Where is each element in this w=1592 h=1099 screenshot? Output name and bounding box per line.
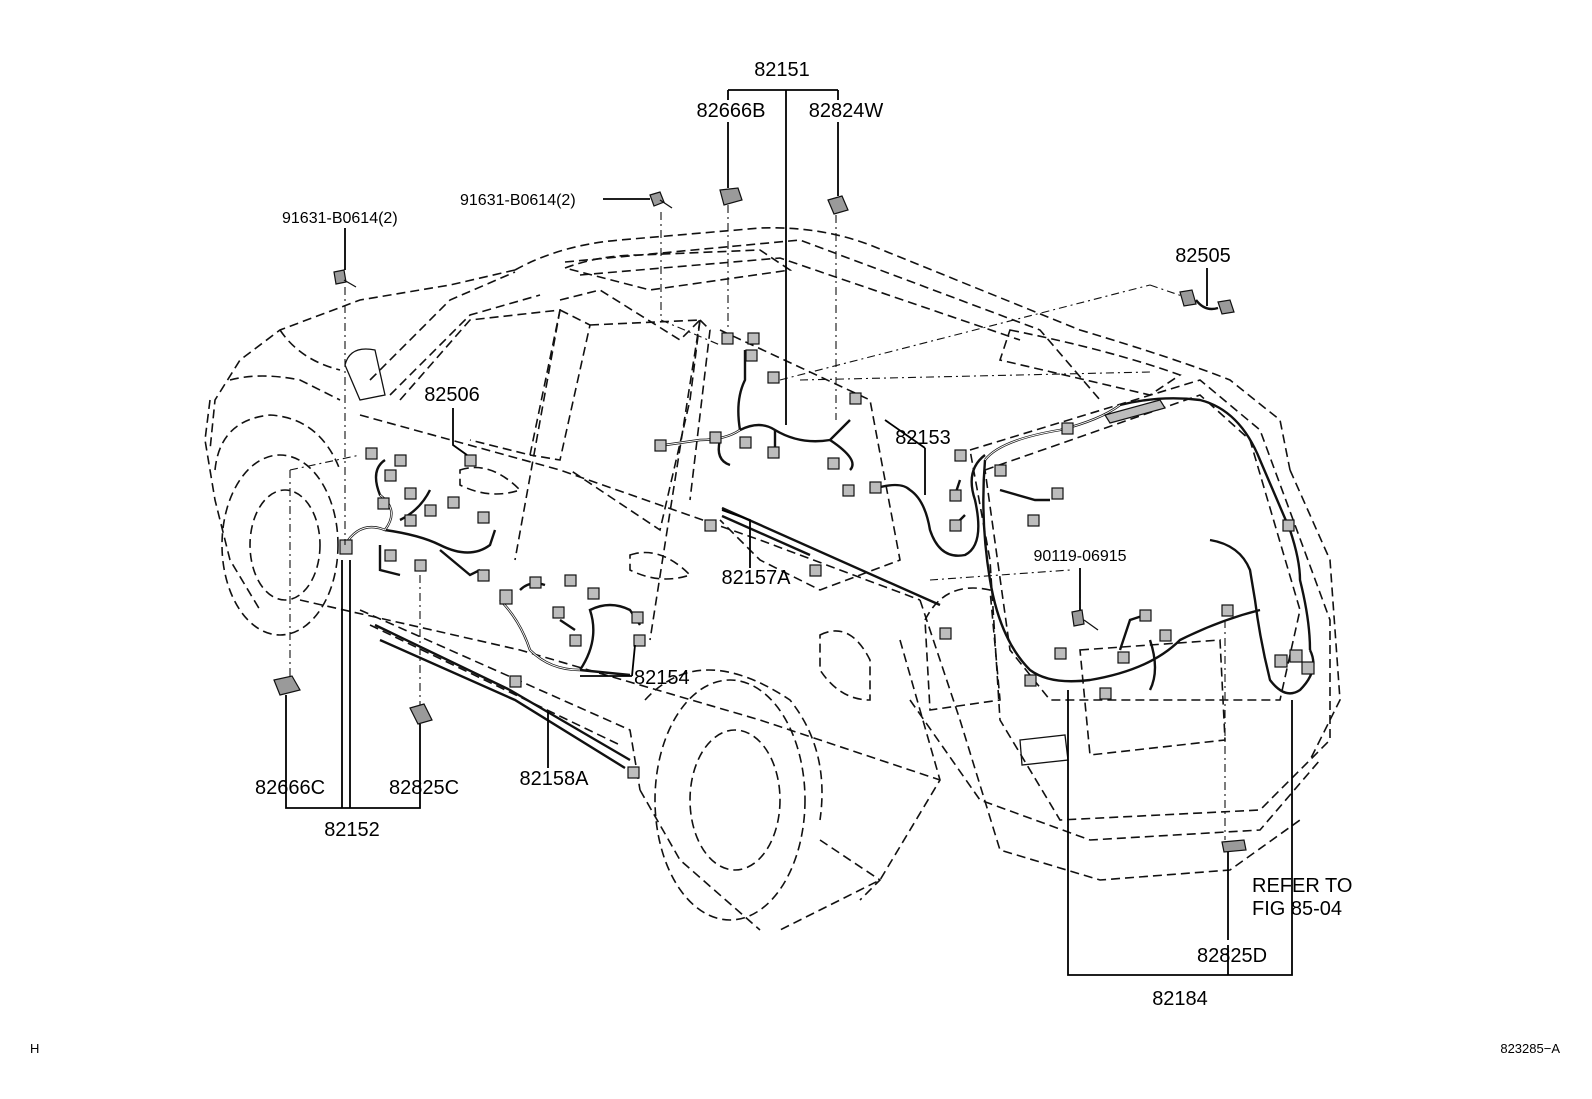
clip-82825C xyxy=(409,703,433,725)
label-refer-to-line1: REFER TO xyxy=(1252,875,1352,897)
clip-82825D xyxy=(1221,839,1247,853)
part-labels: 82151 82666B 82824W 91631-B0614(2) 91631… xyxy=(255,59,1352,1010)
clip-82666B xyxy=(719,187,743,206)
guide-lines xyxy=(289,205,1226,840)
footer: H 823285−A xyxy=(30,1041,1560,1056)
footer-figure-code: 823285−A xyxy=(1500,1041,1560,1056)
label-82824W: 82824W xyxy=(809,100,884,122)
label-82825D: 82825D xyxy=(1197,945,1267,967)
harness-rear-door xyxy=(499,582,641,677)
quarter-harness-82157A xyxy=(721,506,941,607)
label-82154: 82154 xyxy=(634,667,690,689)
harness-quarter xyxy=(869,454,986,557)
label-82152: 82152 xyxy=(324,819,380,841)
bolt-left xyxy=(333,269,357,288)
part-82505-a xyxy=(1179,289,1197,307)
label-82157A: 82157A xyxy=(722,567,792,589)
label-82506: 82506 xyxy=(424,384,480,406)
label-bolt-top: 91631-B0614(2) xyxy=(460,192,576,209)
bolt-top xyxy=(649,191,673,209)
loose-parts xyxy=(273,187,1247,853)
label-82505: 82505 xyxy=(1175,245,1231,267)
connectors xyxy=(339,332,1315,779)
label-82153: 82153 xyxy=(895,427,951,449)
footer-left-code: H xyxy=(30,1041,39,1056)
label-82151: 82151 xyxy=(754,59,810,81)
part-82505-b xyxy=(1217,299,1235,315)
vehicle-body-outline xyxy=(204,227,1341,931)
rocker-harness-82158A xyxy=(374,623,631,770)
label-bolt-left: 91631-B0614(2) xyxy=(282,210,398,227)
label-82666C: 82666C xyxy=(255,777,325,799)
clip-82666C xyxy=(273,675,301,696)
bolt-rear xyxy=(1071,609,1099,631)
harness-front-door xyxy=(343,459,497,577)
clip-82824W xyxy=(827,195,849,215)
label-82184: 82184 xyxy=(1152,988,1208,1010)
leader-lines xyxy=(285,89,1293,976)
harness-rear-hatch xyxy=(982,397,1315,695)
label-82825C: 82825C xyxy=(389,777,459,799)
label-82666B: 82666B xyxy=(697,100,766,122)
label-bolt-rear: 90119-06915 xyxy=(1033,548,1126,565)
label-refer-to-line2: FIG 85-04 xyxy=(1252,898,1342,920)
label-82158A: 82158A xyxy=(520,768,590,790)
